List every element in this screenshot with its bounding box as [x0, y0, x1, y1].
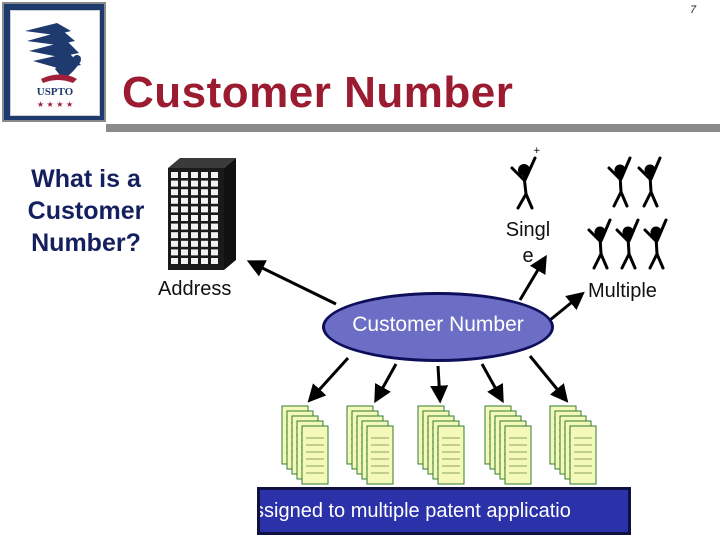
connector-single — [518, 254, 547, 301]
question-line: Number? — [31, 229, 141, 257]
connector-doc-4 — [480, 363, 504, 404]
connector-doc-1 — [307, 356, 350, 403]
single-label: Singl e — [492, 217, 564, 269]
single-person-icon: + — [510, 146, 541, 210]
group-people-icon — [587, 156, 668, 270]
assigned-banner: ssigned to multiple patent applicatio — [257, 487, 631, 535]
connector-doc-3 — [430, 365, 449, 404]
uspto-eagle-logo: USPTO ★ ★ ★ ★ — [25, 23, 81, 109]
single-label-line: e — [522, 245, 534, 267]
logo-text: USPTO — [37, 86, 74, 98]
connector-address — [246, 260, 337, 306]
single-label-line: Singl — [505, 219, 551, 241]
connector-doc-5 — [528, 355, 569, 403]
building-icon — [168, 158, 236, 270]
document-stacks — [281, 405, 597, 485]
question-text: What is a Customer Number? — [8, 163, 164, 259]
title-underline — [106, 124, 720, 132]
multiple-label: Multiple — [588, 280, 657, 302]
connector-multiple — [549, 291, 585, 322]
page-title: Customer Number — [122, 68, 514, 117]
question-line: Customer — [27, 197, 145, 225]
svg-text:+: + — [533, 146, 541, 156]
assigned-label: ssigned to multiple patent applicatio — [257, 500, 571, 522]
question-line: What is a — [31, 165, 141, 193]
uspto-logo: USPTO ★ ★ ★ ★ — [2, 2, 106, 122]
customer-number-ellipse — [322, 292, 554, 362]
address-label: Address — [158, 278, 232, 300]
page-number: 7 — [690, 4, 697, 16]
svg-text:★ ★ ★ ★: ★ ★ ★ ★ — [37, 100, 73, 109]
customer-number-label: Customer Number — [352, 313, 524, 336]
connector-doc-2 — [374, 363, 398, 404]
